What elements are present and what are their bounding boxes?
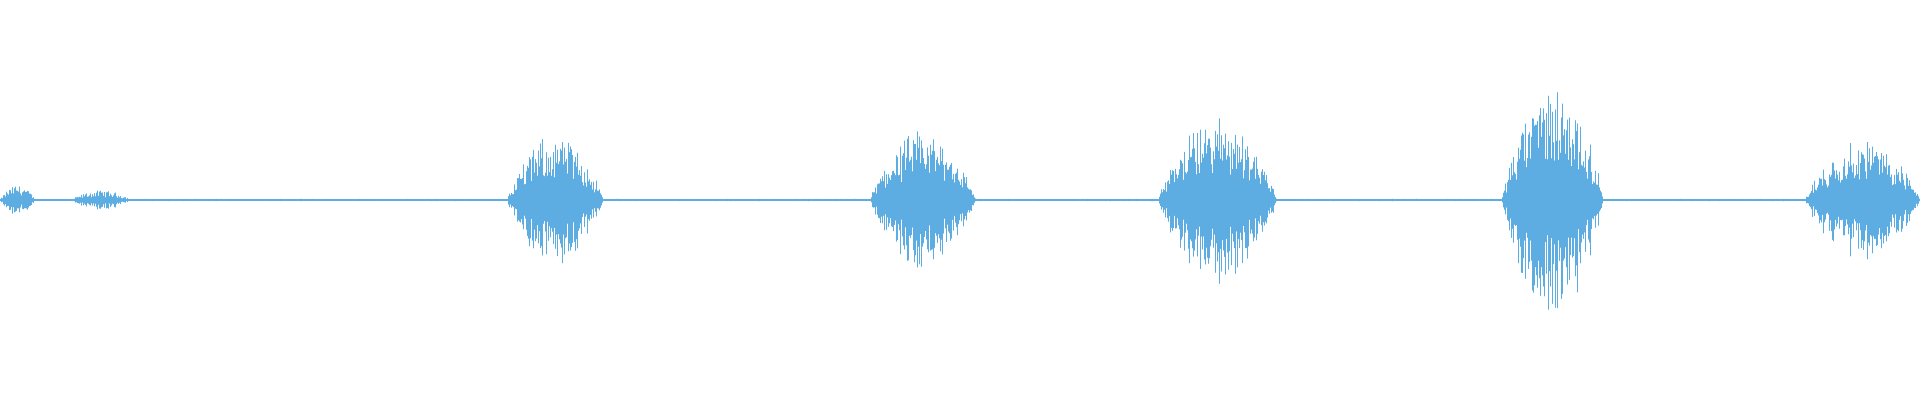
waveform-samples	[0, 92, 1920, 310]
waveform-path	[0, 92, 1920, 310]
